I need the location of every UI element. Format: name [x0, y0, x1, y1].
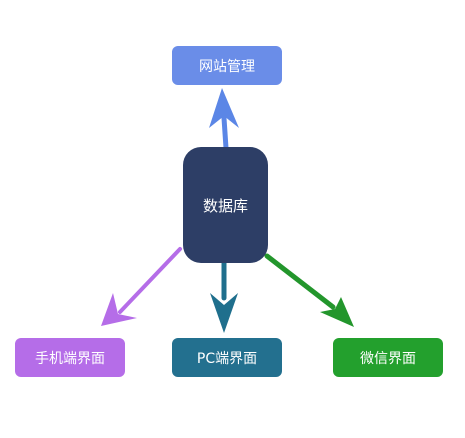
arrow-to-pc [210, 260, 238, 333]
node-web-admin[interactable]: 网站管理 [172, 46, 282, 85]
node-database[interactable]: 数据库 [183, 147, 268, 263]
node-wechat-interface[interactable]: 微信界面 [333, 338, 443, 377]
arrow-to-mobile [101, 247, 182, 326]
arrow-to-wechat [264, 253, 354, 327]
node-pc-interface[interactable]: PC端界面 [172, 338, 282, 377]
arrow-to-web-admin [209, 88, 239, 151]
node-mobile-interface[interactable]: 手机端界面 [15, 338, 125, 377]
